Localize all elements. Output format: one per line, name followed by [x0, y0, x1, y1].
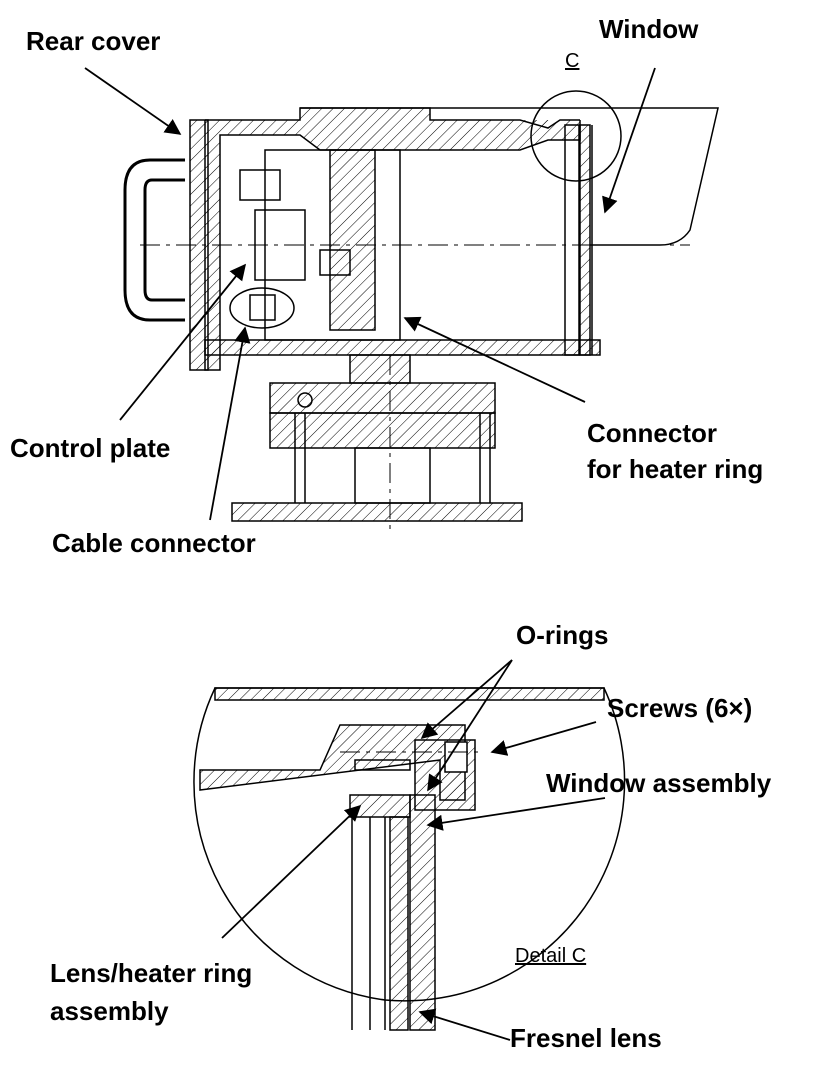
label-cable-connector: Cable connector [52, 528, 256, 558]
label-detail-caption: Detail C [515, 945, 587, 967]
leader-o-ring-2 [427, 659, 513, 792]
label-fresnel-lens: Fresnel lens [510, 1023, 662, 1053]
label-connector-heater-2: for heater ring [587, 454, 764, 484]
leader-lens-heater [221, 804, 362, 939]
label-control-plate: Control plate [10, 433, 171, 463]
label-lens-heater-1: Lens/heater ring [50, 958, 253, 988]
label-section-marker: C [565, 50, 580, 72]
top-leaders [84, 67, 656, 521]
leader-cable-connector [209, 326, 251, 521]
leader-o-ring-1 [420, 659, 513, 740]
detail-leaders [221, 659, 606, 1041]
label-connector-heater-1: Connector [587, 418, 717, 448]
detail-c-view [193, 687, 626, 1031]
label-lens-heater-2: assembly [50, 996, 169, 1026]
label-window-assembly: Window assembly [546, 768, 772, 798]
leader-heater-connector [403, 316, 586, 403]
housing-section-view [123, 90, 719, 530]
label-rear-cover: Rear cover [26, 26, 161, 56]
leader-control-plate [119, 263, 247, 421]
label-screws: Screws (6×) [607, 693, 753, 723]
leader-window-assembly [426, 797, 606, 831]
label-window: Window [599, 14, 699, 44]
leader-fresnel-lens [418, 1008, 511, 1041]
leader-screws [490, 721, 597, 756]
leader-rear-cover [84, 67, 182, 135]
label-o-rings: O-rings [516, 620, 609, 650]
leader-window [602, 67, 656, 214]
